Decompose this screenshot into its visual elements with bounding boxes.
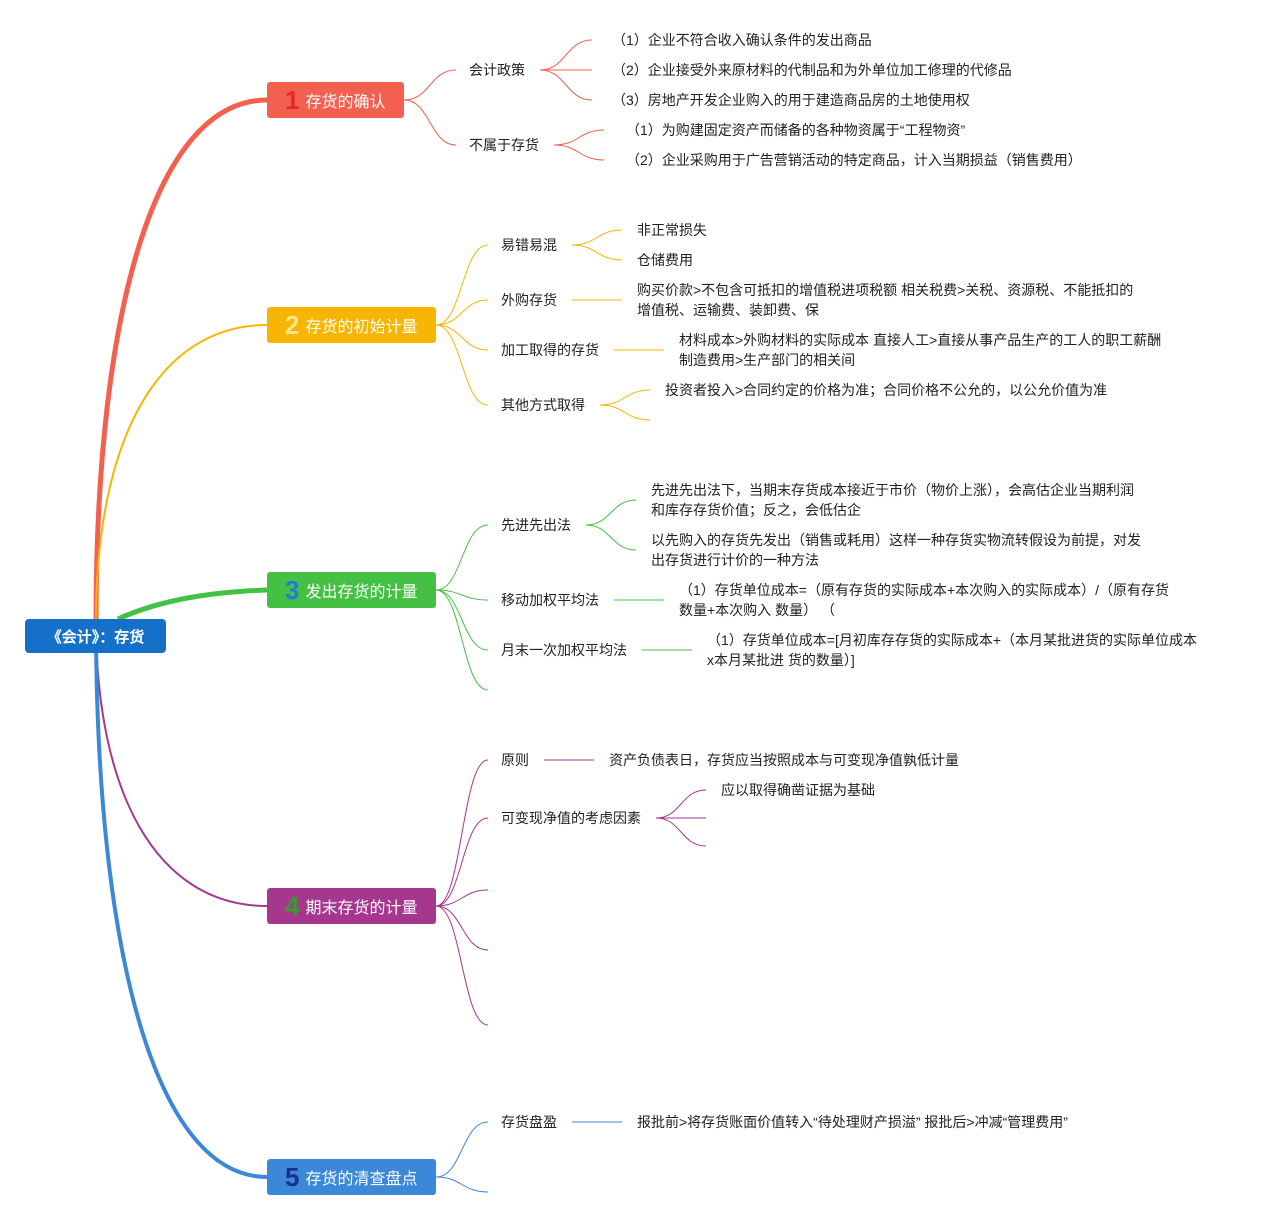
subtopic-purchased-inventory[interactable]: 外购存货 (501, 292, 557, 308)
subtopic-inventory-surplus[interactable]: 存货盘盈 (501, 1114, 557, 1130)
leaf-item[interactable]: （1）为购建固定资产而储备的各种物资属于“工程物资” (626, 122, 966, 138)
branch-label: 发出存货的计量 (305, 584, 418, 601)
subtopic-fifo[interactable]: 先进先出法 (501, 517, 571, 533)
connector-line (116, 587, 268, 622)
connector-line (435, 244, 489, 326)
connector-line (435, 1176, 489, 1193)
connector-line (435, 817, 489, 907)
subtopic-accounting-policy[interactable]: 会计政策 (469, 62, 525, 78)
connector-line (553, 129, 605, 146)
connector-line (571, 244, 623, 261)
branch-number: 4 (285, 891, 300, 921)
connector-line (435, 889, 489, 907)
branch-node-period-end-measurement[interactable]: 4 期末存货的计量 (267, 888, 436, 924)
connector-line (435, 759, 489, 907)
connector-line (435, 324, 489, 351)
branch-number: 1 (285, 85, 300, 115)
branch-node-issued-inventory[interactable]: 3 发出存货的计量 (267, 572, 436, 608)
connector-line (655, 789, 707, 819)
branch-node-inventory-recognition[interactable]: 1 存货的确认 (267, 82, 404, 118)
branch-label: 期末存货的计量 (305, 900, 418, 917)
subtopic-moving-weighted-average[interactable]: 移动加权平均法 (501, 592, 599, 608)
leaf-item[interactable]: 先进先出法下，当期末存货成本接近于市价（物价上涨），会高估企业当期利润和库存存货… (651, 482, 1134, 518)
leaf-item[interactable]: 应以取得确凿证据为基础 (721, 782, 875, 798)
connector-line (435, 299, 489, 326)
subtopic-other-acquisition[interactable]: 其他方式取得 (501, 397, 585, 413)
subtopic-principle[interactable]: 原则 (501, 752, 529, 768)
subtopic-net-realizable-value-factors[interactable]: 可变现净值的考虑因素 (501, 810, 641, 826)
branch-label: 存货的初始计量 (305, 319, 418, 336)
root-node[interactable]: 《会计》：存货 (25, 619, 166, 653)
leaf-item[interactable]: （2）企业采购用于广告营销活动的特定商品，计入当期损益（销售费用） (626, 152, 1082, 168)
connector-line (599, 404, 651, 421)
connector-line (435, 905, 489, 951)
connector-line (435, 589, 489, 601)
leaf-item[interactable]: 仓储费用 (637, 252, 693, 268)
subtopic-not-inventory[interactable]: 不属于存货 (469, 137, 539, 153)
connector-line (435, 524, 489, 591)
leaf-item[interactable]: （1）存货单位成本=（原有存货的实际成本+本次购入的实际成本）/（原有存货数量+… (679, 582, 1170, 618)
connector-line (435, 589, 489, 651)
connector-line (93, 97, 268, 622)
connector-line (571, 229, 623, 246)
connector-line (585, 499, 637, 526)
leaf-item[interactable]: 投资者投入>合同约定的价格为准；合同价格不公允的，以公允价值为准 (665, 382, 1108, 398)
connector-line (539, 69, 593, 101)
branch-number: 5 (285, 1162, 300, 1192)
branch-node-inventory-count[interactable]: 5 存货的清查盘点 (267, 1159, 436, 1195)
branch-number: 2 (285, 310, 300, 340)
subtopic-monthly-weighted-average[interactable]: 月末一次加权平均法 (501, 642, 627, 658)
leaf-item[interactable]: 材料成本>外购材料的实际成本 直接人工>直接从事产品生产的工人的职工薪酬 制造费… (679, 332, 1162, 368)
leaf-item[interactable]: 购买价款>不包含可抵扣的增值税进项税额 相关税费>关税、资源税、不能抵扣的增值税… (637, 282, 1134, 318)
leaf-item[interactable]: （1）存货单位成本=[月初库存存货的实际成本+（本月某批进货的实际单位成本x本月… (707, 632, 1198, 668)
connector-line (94, 620, 268, 1179)
leaf-item[interactable]: 非正常损失 (637, 222, 707, 238)
leaf-item[interactable]: 报批前>将存货账面价值转入“待处理财产损溢” 报批后>冲减“管理费用” (637, 1114, 1068, 1130)
connector-line (95, 324, 268, 622)
connector-line (553, 144, 605, 161)
connector-line (655, 817, 707, 847)
connector-line (403, 69, 457, 101)
connector-line (435, 905, 489, 1026)
branch-number: 3 (285, 575, 300, 605)
branch-label: 存货的清查盘点 (305, 1171, 418, 1188)
leaf-item[interactable]: （3）房地产开发企业购入的用于建造商品房的土地使用权 (612, 92, 970, 108)
leaf-item[interactable]: （1）企业不符合收入确认条件的发出商品 (612, 32, 872, 48)
connector-line (95, 620, 268, 907)
connector-line (435, 589, 489, 691)
subtopic-easily-confused[interactable]: 易错易混 (501, 237, 557, 253)
connector-line (403, 99, 457, 146)
connector-line (539, 39, 593, 71)
leaf-item[interactable]: 资产负债表日，存货应当按照成本与可变现净值孰低计量 (609, 752, 959, 768)
leaf-item[interactable]: （2）企业接受外来原材料的代制品和为外单位加工修理的代修品 (612, 62, 1012, 78)
connector-line (599, 389, 651, 406)
connector-line (585, 524, 637, 551)
branch-node-initial-measurement[interactable]: 2 存货的初始计量 (267, 307, 436, 343)
connector-line (435, 1121, 489, 1178)
connector-line (435, 324, 489, 406)
leaf-item[interactable]: 以先购入的存货先发出（销售或耗用）这样一种存货实物流转假设为前提，对发出存货进行… (651, 532, 1141, 568)
subtopic-processed-inventory[interactable]: 加工取得的存货 (501, 342, 599, 358)
branch-label: 存货的确认 (305, 94, 386, 111)
